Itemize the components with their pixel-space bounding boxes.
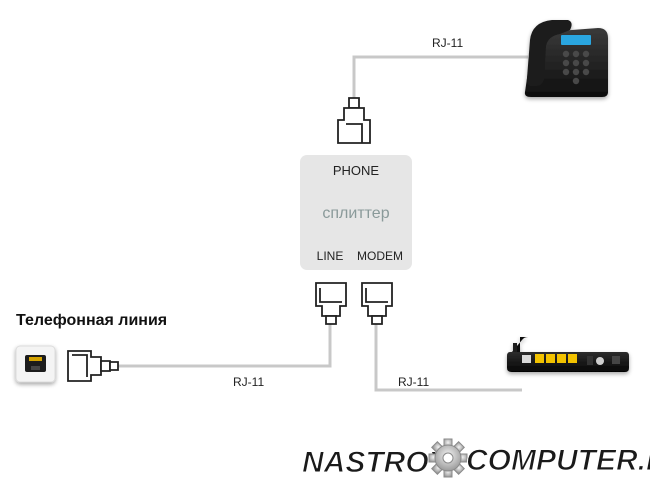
- watermark-right-text: COMPUTER.RU: [466, 444, 650, 477]
- splitter-title: сплиттер: [322, 205, 389, 222]
- rj11-plug-icon: [315, 282, 347, 325]
- line-cable-label: RJ-11: [233, 375, 264, 389]
- phone-line-label: Телефонная линия: [16, 312, 167, 329]
- desk-phone-icon: [524, 20, 608, 97]
- watermark-left-text: NASTROY: [302, 446, 452, 479]
- rj11-plug-icon: [361, 282, 393, 325]
- splitter-box: PHONE сплиттер LINE MODEM: [300, 155, 412, 270]
- port-phone-label: PHONE: [333, 163, 380, 178]
- modem-cable: [374, 322, 522, 392]
- phone-cable-label: RJ-11: [432, 36, 463, 50]
- wall-socket-icon: [15, 345, 56, 383]
- adsl-modem-icon: [507, 337, 629, 372]
- cables: [118, 55, 528, 392]
- modem-cable-label: RJ-11: [398, 375, 429, 389]
- line-cable: [118, 322, 332, 368]
- port-modem-label: MODEM: [357, 249, 403, 263]
- rj11-plug-icon: [337, 97, 371, 144]
- port-line-label: LINE: [317, 249, 344, 263]
- watermark: NASTROY COMPUTER.RU: [302, 438, 650, 480]
- rj11-plug-icon: [67, 350, 119, 382]
- gear-icon: [428, 438, 468, 478]
- phone-cable: [352, 55, 528, 98]
